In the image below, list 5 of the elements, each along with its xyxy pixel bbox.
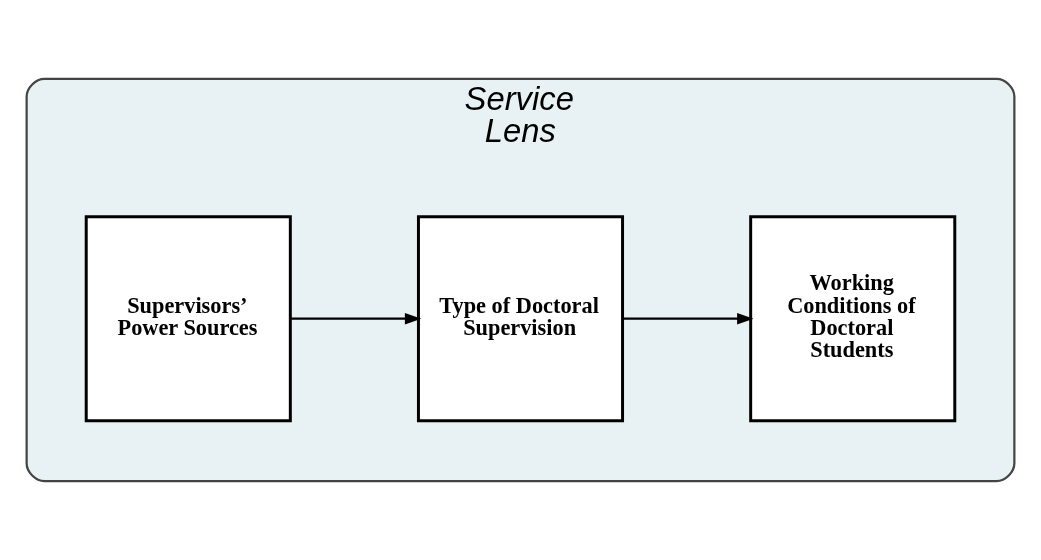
- node-box: Working Conditions of Doctoral Students: [749, 215, 957, 423]
- node-box: Type of Doctoral Supervision: [416, 215, 625, 423]
- arrow: [290, 313, 422, 325]
- node-box: Supervisors’ Power Sources: [84, 215, 292, 423]
- arrow: [622, 313, 754, 325]
